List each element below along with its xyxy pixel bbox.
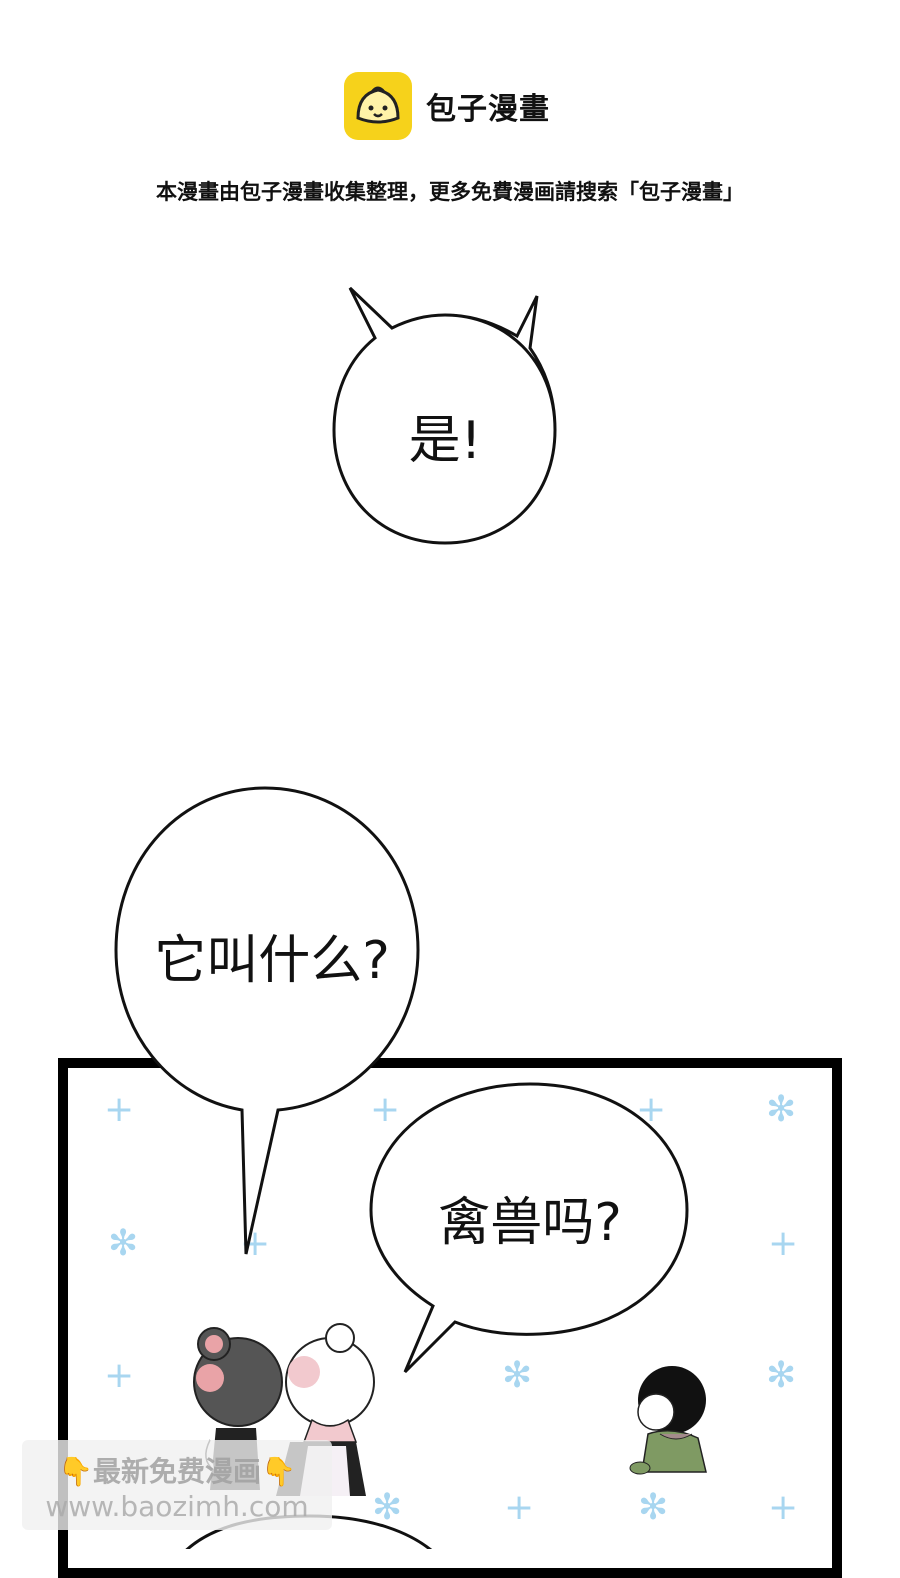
pointing-hand-icon: 👇: [261, 1455, 296, 1488]
site-notice: 本漫畫由包子漫畫收集整理，更多免費漫画請搜索「包子漫畫」: [156, 180, 744, 204]
bun-logo-icon: [344, 72, 412, 140]
watermark-title-text: 最新免费漫画: [92, 1455, 261, 1488]
watermark-title: 👇最新免费漫画👇: [22, 1450, 332, 1490]
sparkle-asterisk-icon: ✻: [638, 1487, 669, 1528]
sparkle-asterisk-icon: ✻: [766, 1089, 797, 1130]
sparkle-plus-icon: +: [370, 1089, 401, 1130]
speech-bubble-shout: [332, 286, 557, 545]
sparkle-asterisk-icon: ✻: [766, 1355, 797, 1396]
brand-logo: 包子漫畫: [344, 72, 584, 142]
watermark-url[interactable]: www.baozimh.com: [45, 1490, 309, 1523]
child-character-illustration: [629, 1366, 707, 1475]
bubble-text-question-name: 它叫什么?: [154, 931, 390, 991]
sparkle-asterisk-icon: ✻: [108, 1223, 139, 1264]
sparkle-plus-icon: +: [504, 1487, 535, 1528]
pointing-hand-icon: 👇: [58, 1455, 93, 1488]
sparkle-asterisk-icon: ✻: [502, 1355, 533, 1396]
bubble-text-shout: 是!: [408, 411, 482, 471]
speech-bubble-question-name: [114, 786, 420, 1255]
sparkle-plus-icon: +: [768, 1487, 799, 1528]
speech-bubble-question-beast: [369, 1082, 689, 1374]
sparkle-plus-icon: +: [104, 1355, 135, 1396]
watermark-banner[interactable]: 👇最新免费漫画👇 www.baozimh.com: [22, 1440, 332, 1530]
bubble-text-question-beast: 禽兽吗?: [438, 1193, 622, 1253]
sparkle-asterisk-icon: ✻: [372, 1487, 403, 1528]
sparkle-plus-icon: +: [104, 1089, 135, 1130]
sparkle-plus-icon: +: [768, 1223, 799, 1264]
logo-text: 包子漫畫: [426, 92, 550, 127]
